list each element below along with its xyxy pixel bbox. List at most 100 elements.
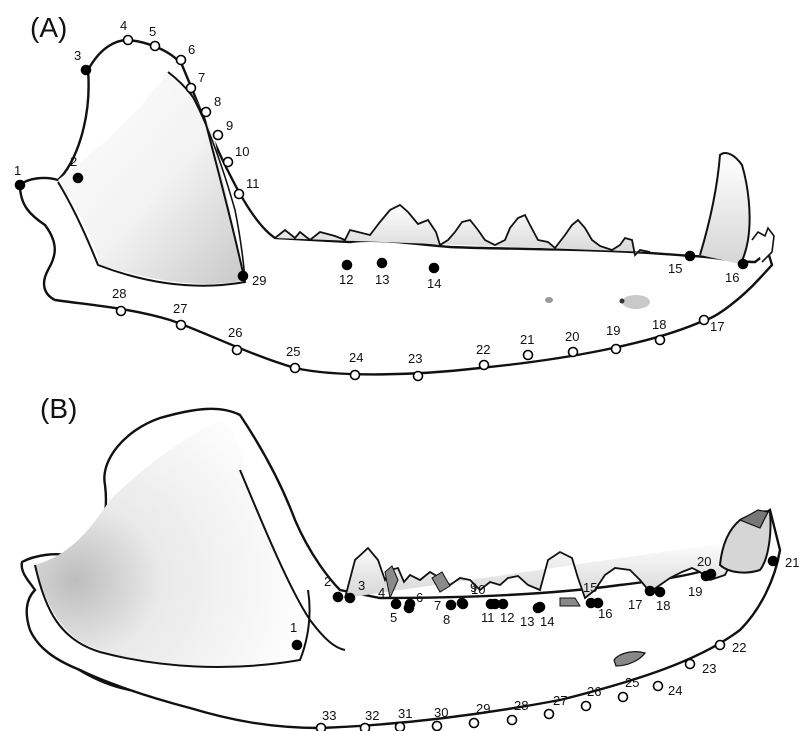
landmark-b-17-marker [646, 587, 655, 596]
landmark-a-6-label: 6 [188, 42, 195, 57]
landmark-a-5-marker [151, 42, 160, 51]
landmark-b-17-label: 17 [628, 597, 642, 612]
landmark-b-19-label: 19 [688, 584, 702, 599]
landmark-b-16-label: 16 [598, 606, 612, 621]
landmark-a-4-marker [124, 36, 133, 45]
landmark-a-5-label: 5 [149, 24, 156, 39]
landmark-a-7-marker [187, 84, 196, 93]
landmark-b-22-label: 22 [732, 640, 746, 655]
landmark-b-24-marker [654, 682, 663, 691]
landmark-b-32-label: 32 [365, 708, 379, 723]
landmark-a-24-label: 24 [349, 350, 363, 365]
landmark-b-26-marker [582, 702, 591, 711]
landmark-a-14-label: 14 [427, 276, 441, 291]
landmark-b-11-label: 11 [481, 610, 495, 625]
landmark-a-18-marker [656, 336, 665, 345]
landmark-a-1-label: 1 [14, 163, 21, 178]
landmark-b-23-marker [686, 660, 695, 669]
landmark-b-18-marker [656, 588, 665, 597]
landmark-a-25-marker [291, 364, 300, 373]
landmark-a-29-marker [239, 272, 248, 281]
landmark-b-2-label: 2 [324, 574, 331, 589]
landmark-a-28-label: 28 [112, 286, 126, 301]
landmark-a-3-label: 3 [74, 48, 81, 63]
landmark-b-1-label: 1 [290, 620, 297, 635]
landmark-a-2-marker [74, 174, 83, 183]
landmark-a-28-marker [117, 307, 126, 316]
landmark-a-19-label: 19 [606, 323, 620, 338]
landmark-a-8-marker [202, 108, 211, 117]
landmark-b-33-label: 33 [322, 708, 336, 723]
landmark-a-25-label: 25 [286, 344, 300, 359]
landmark-b-18-label: 18 [656, 598, 670, 613]
landmark-a-4-label: 4 [120, 18, 127, 33]
landmark-b-1-marker [293, 641, 302, 650]
landmark-b-14-label: 14 [540, 614, 554, 629]
landmark-b-6-label: 6 [416, 590, 423, 605]
landmark-b-32-marker [361, 724, 370, 731]
landmark-b-23-label: 23 [702, 661, 716, 676]
landmark-b-5-label: 5 [390, 610, 397, 625]
landmark-a-17-label: 17 [710, 319, 724, 334]
landmark-a-9-label: 9 [226, 118, 233, 133]
landmark-b-31-marker [396, 723, 405, 731]
landmark-a-10-label: 10 [235, 144, 249, 159]
landmark-b-14-marker [536, 603, 545, 612]
landmark-b-7-marker [447, 601, 456, 610]
landmark-a-1-marker [16, 181, 25, 190]
landmark-a-3-marker [82, 66, 91, 75]
landmark-a-8-label: 8 [214, 94, 221, 109]
landmark-b-25-marker [619, 693, 628, 702]
landmark-b-28-marker [508, 716, 517, 725]
landmark-b-30-marker [433, 722, 442, 731]
landmark-a-15-marker [686, 252, 695, 261]
landmark-a-12-label: 12 [339, 272, 353, 287]
landmark-a-23-marker [414, 372, 423, 381]
landmark-b-29-label: 29 [476, 701, 490, 716]
landmark-a-2-label: 2 [70, 154, 77, 169]
landmark-b-27-label: 27 [553, 693, 567, 708]
landmark-a-21-marker [524, 351, 533, 360]
landmark-b-10-label: 10 [471, 582, 485, 597]
landmark-b-3-marker [346, 594, 355, 603]
landmark-b-13-label: 13 [520, 614, 534, 629]
landmark-a-11-marker [235, 190, 244, 199]
landmark-a-19-marker [612, 345, 621, 354]
landmark-b-12-label: 12 [500, 610, 514, 625]
landmark-a-11-label: 11 [246, 176, 260, 191]
landmark-a-24-marker [351, 371, 360, 380]
landmark-a-13-label: 13 [375, 272, 389, 287]
landmark-a-26-label: 26 [228, 325, 242, 340]
landmark-a-16-marker [739, 260, 748, 269]
landmark-a-15-label: 15 [668, 261, 682, 276]
landmark-b-7-label: 7 [434, 598, 441, 613]
landmark-a-26-marker [233, 346, 242, 355]
landmark-a-23-label: 23 [408, 351, 422, 366]
landmark-b-25-label: 25 [625, 675, 639, 690]
landmark-b-20-marker [707, 570, 716, 579]
landmark-a-16-label: 16 [725, 270, 739, 285]
landmark-b-33-marker [317, 724, 326, 731]
landmark-b-15-label: 15 [583, 580, 597, 595]
landmark-a-10-marker [224, 158, 233, 167]
landmark-b-29-marker [470, 719, 479, 728]
canine-a [700, 153, 750, 264]
landmark-a-21-label: 21 [520, 332, 534, 347]
landmark-a-14-marker [430, 264, 439, 273]
landmark-b-20-label: 20 [697, 554, 711, 569]
landmark-a-9-marker [214, 131, 223, 140]
landmark-b-24-label: 24 [668, 683, 682, 698]
mental-foramen-a [622, 295, 650, 309]
landmark-a-20-label: 20 [565, 329, 579, 344]
landmark-b-26-label: 26 [587, 684, 601, 699]
landmark-b-6-marker [406, 600, 415, 609]
landmark-a-27-marker [177, 321, 186, 330]
landmark-a-12-marker [343, 261, 352, 270]
mandible-b [22, 409, 780, 728]
landmark-a-20-marker [569, 348, 578, 357]
landmark-b-28-label: 28 [514, 698, 528, 713]
landmark-b-4-marker [392, 600, 401, 609]
landmark-b-3-label: 3 [358, 578, 365, 593]
